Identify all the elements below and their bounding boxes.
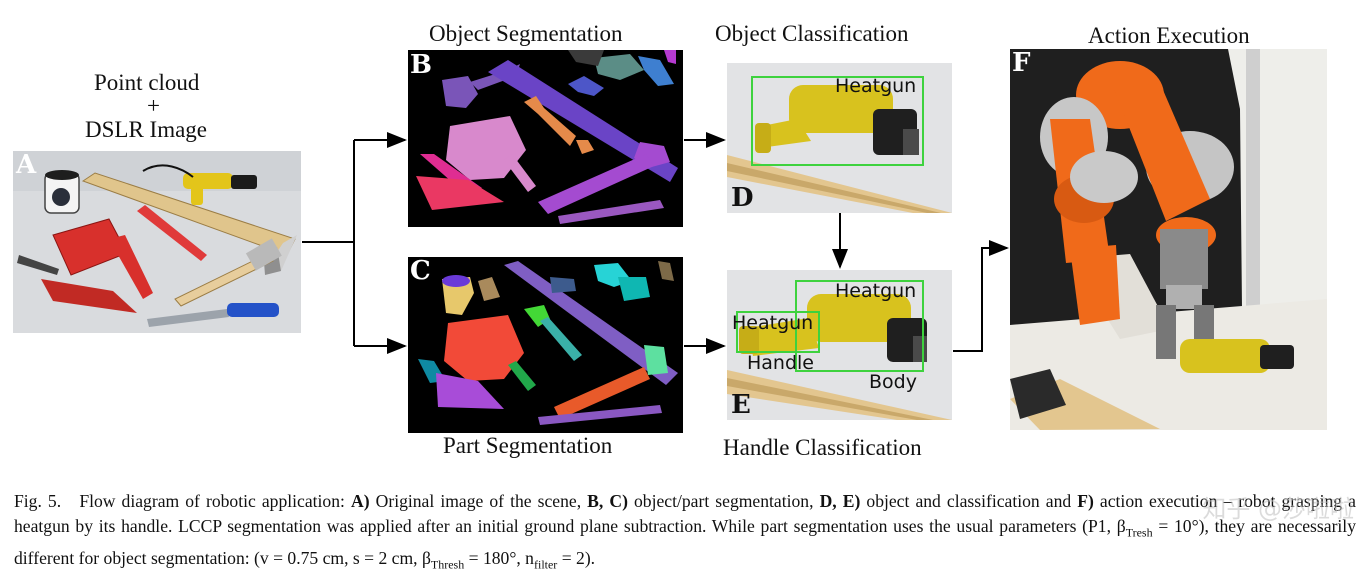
panel-a-letter: A (16, 151, 37, 180)
heatgun-photo-d (727, 63, 952, 213)
robot-illustration (1010, 49, 1327, 430)
panel-d-object-classification: Heatgun D (727, 63, 952, 213)
caption-bold-bc: B, C) (587, 491, 628, 511)
action-execution-label: Action Execution (1088, 23, 1250, 48)
object-segments (416, 50, 678, 224)
caption-text-8: = 2). (557, 547, 596, 568)
panel-c-part-segmentation: C (408, 257, 683, 433)
input-label-line1: Point cloud (94, 70, 200, 95)
panel-a-scene-image: A (13, 151, 301, 333)
watermark: 知乎 @莎啦啦 (1202, 495, 1354, 523)
detection-label-heatgun-e-outer: Heatgun (835, 280, 917, 302)
caption-sub-2: Thresh (430, 557, 465, 572)
caption-prefix: Fig. 5. (14, 491, 62, 511)
caption-text-4: object and classification and (866, 491, 1072, 511)
detection-label-heatgun-d: Heatgun (835, 75, 917, 97)
detection-label-heatgun-e-inner: Heatgun (732, 312, 814, 334)
panel-c-letter: C (410, 257, 431, 286)
panel-b-letter: B (410, 50, 432, 80)
handle-classification-label: Handle Classification (723, 435, 922, 460)
panel-d-letter: D (731, 183, 754, 213)
panel-f-action-execution: F (1010, 49, 1327, 430)
caption-text-5: action execution – robot grasping a heat… (14, 491, 1356, 536)
input-label-plus: + (147, 93, 160, 118)
detection-box-heatgun-d (751, 76, 924, 166)
part-segments (418, 261, 678, 425)
scene-illustration (13, 151, 301, 333)
detection-box-heatgun-e-outer (795, 280, 924, 372)
panel-e-handle-classification: Heatgun Heatgun Handle Body E (727, 270, 952, 420)
caption-text-7: = 180°, n (464, 547, 534, 568)
object-classification-label: Object Classification (715, 21, 909, 46)
part-segmentation-label: Part Segmentation (443, 433, 613, 458)
detection-label-handle: Handle (747, 352, 815, 374)
caption-text-2: Original image of the scene, (375, 491, 582, 511)
object-segmentation-label: Object Segmentation (429, 21, 623, 46)
caption-text-1: Flow diagram of robotic application: (79, 491, 345, 511)
panel-b-object-segmentation: B (408, 50, 683, 227)
detection-label-body: Body (869, 371, 917, 393)
panel-f-letter: F (1012, 49, 1031, 78)
arrow-e-to-f (953, 240, 1009, 352)
caption-bold-f: F) (1077, 491, 1094, 511)
caption-text-3: object/part segmentation, (634, 491, 814, 511)
input-label-line2: DSLR Image (85, 117, 208, 142)
heatgun-photo-e (727, 270, 952, 420)
caption-bold-de: D, E) (819, 491, 861, 511)
caption-sub-3: filter (533, 557, 558, 572)
caption-sub-1: Tresh (1125, 525, 1153, 540)
panel-e-letter: E (731, 390, 751, 420)
caption-text-6: = 10°), they are necessarily different f… (14, 516, 1356, 568)
detection-box-heatgun-e-inner (736, 311, 820, 353)
caption-bold-a: A) (350, 491, 370, 511)
